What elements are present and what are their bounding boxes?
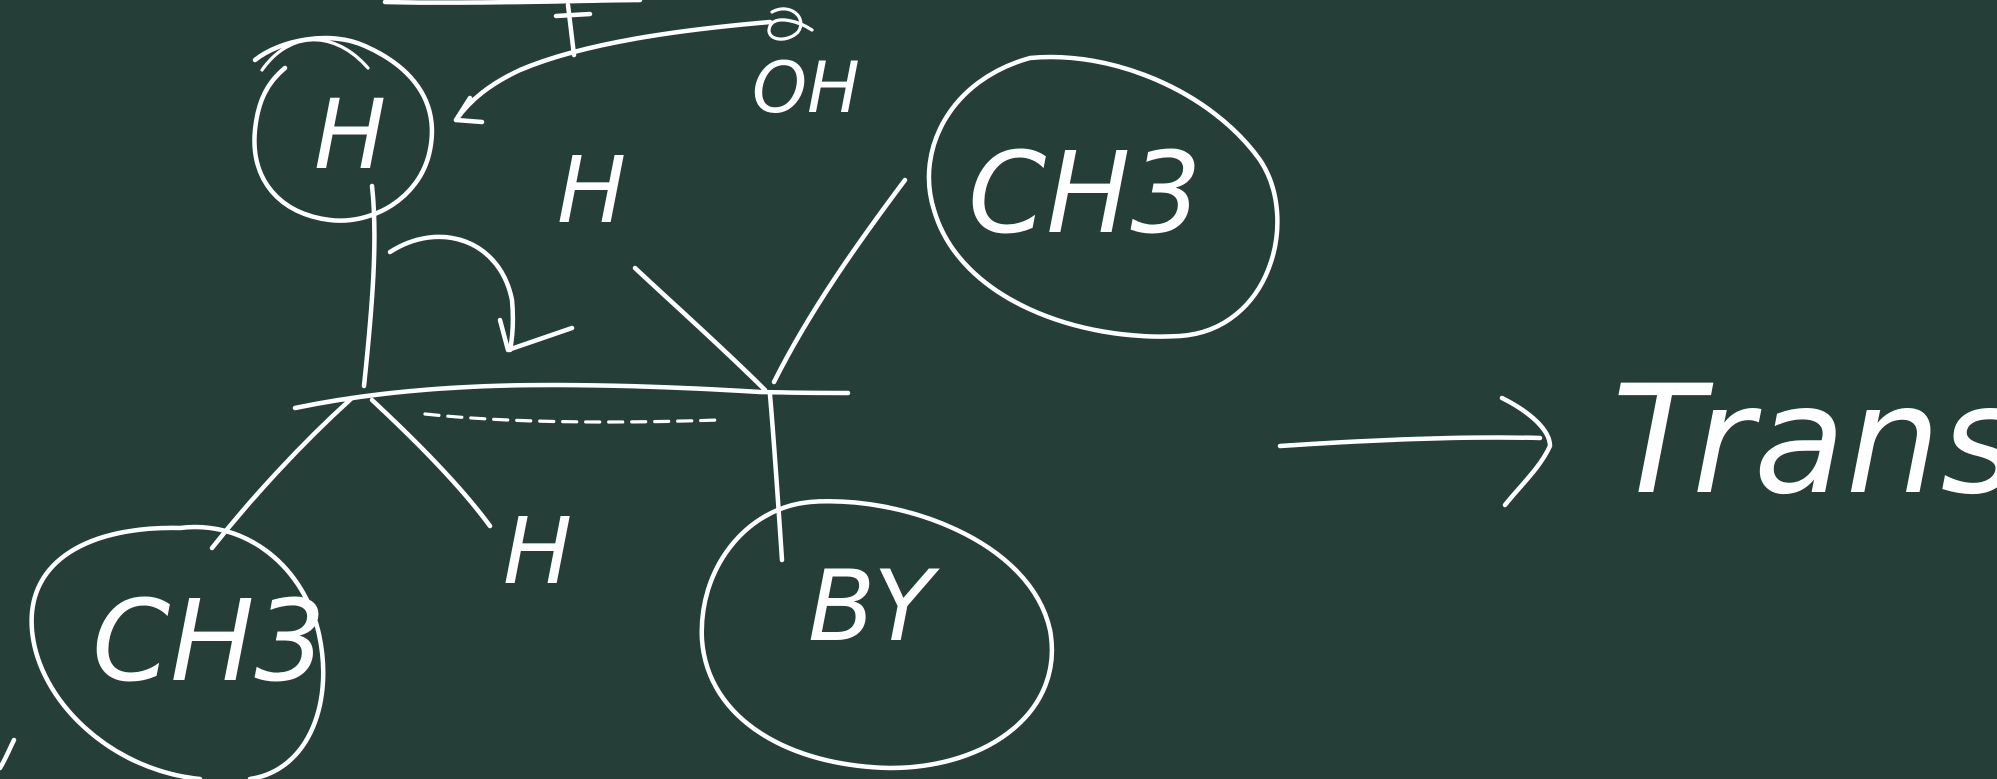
- bond-right-carbon-to-ch3: [771, 177, 908, 385]
- label-trans: Trans: [1612, 354, 1997, 528]
- circle-around-top-h: [252, 35, 435, 223]
- left-edge-fragment: [0, 737, 17, 771]
- label-ch3-bottom: CH3: [92, 577, 326, 707]
- oh-charge-squiggle: [767, 7, 814, 41]
- label-br: BY: [808, 550, 941, 664]
- reaction-arrow-shaft: [1277, 435, 1543, 449]
- curved-arrow-oh-to-h: [453, 19, 773, 123]
- curved-arrow-ch-to-cc-head: [497, 317, 575, 353]
- forming-pi-bond-dashes: [423, 412, 720, 424]
- base-top-bar: [382, 0, 643, 5]
- circle-around-ch3-bottom: [29, 524, 326, 779]
- label-ch3-top: CH3: [968, 129, 1202, 259]
- curved-arrow-ch-to-cc: [387, 234, 516, 353]
- bond-left-carbon-to-h: [369, 397, 493, 529]
- label-h-front-left: H: [503, 498, 572, 605]
- label-h-back-right: H: [557, 137, 626, 244]
- bond-h-to-left-carbon: [361, 183, 377, 389]
- label-oh: OH: [752, 47, 860, 129]
- base-cross-tick: [553, 11, 593, 19]
- carbon-carbon-bond: [292, 382, 851, 411]
- circle-top-h-overstroke: [260, 38, 370, 72]
- bond-right-carbon-to-h: [632, 265, 768, 393]
- bond-right-carbon-to-br: [767, 392, 785, 563]
- circle-around-br: [699, 499, 1054, 771]
- base-vertical-stem: [565, 2, 577, 58]
- reaction-arrow-head: [1499, 395, 1553, 508]
- curved-arrow-oh-to-h-head: [453, 95, 485, 125]
- label-h-circled: H: [314, 79, 386, 191]
- bond-left-carbon-to-ch3: [209, 395, 355, 551]
- circle-around-ch3-top: [926, 54, 1280, 339]
